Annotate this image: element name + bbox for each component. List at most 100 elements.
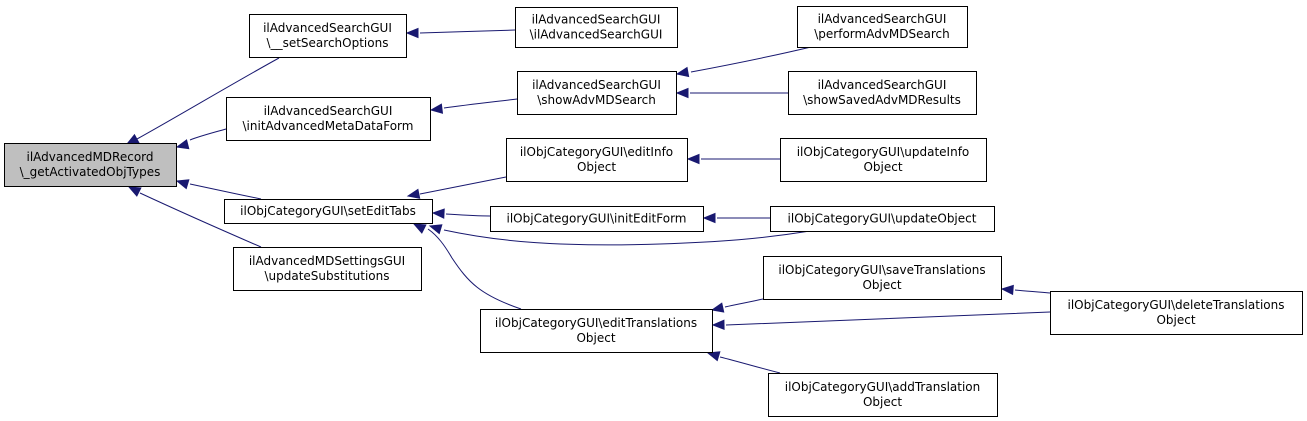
node-box [480,309,713,353]
edge-n16-to-n0 [127,186,262,248]
edge-line [443,229,811,246]
edge-n4-to-n3 [429,98,518,114]
graph-node[interactable]: ilObjCategoryGUI\deleteTranslationsObjec… [1050,291,1303,335]
edge-line [445,213,491,217]
node-box [768,373,998,417]
node-label-line: ilObjCategoryGUI\editInfo [520,145,673,159]
edge-line [419,29,516,34]
graph-node[interactable]: ilObjCategoryGUI\updateObject [770,206,995,232]
graph-node[interactable]: ilAdvancedSearchGUI\performAdvMDSearch [797,6,968,48]
edge-n3-to-n0 [175,128,227,150]
edge-n12-to-n7 [412,223,522,310]
node-label-line: \_getActivatedObjTypes [20,165,161,179]
arrowhead-icon [710,302,725,313]
arrowhead-icon [1000,284,1014,296]
node-box [515,7,678,48]
edge-n15-to-n12 [706,351,781,374]
edge-n2-to-n1 [405,27,516,39]
node-label-line: Object [863,395,902,409]
graph-node[interactable]: ilAdvancedMDSettingsGUI\updateSubstituti… [233,247,422,291]
node-label-line: ilObjCategoryGUI\updateObject [788,212,977,226]
node-label-line: ilObjCategoryGUI\saveTranslations [778,263,985,277]
edge-n8-to-n7 [406,176,507,199]
arrowhead-icon [431,208,445,219]
node-label-line: \showSavedAdvMDResults [803,93,961,107]
edge-n11-to-n7 [428,224,811,246]
edge-line [189,183,262,200]
arrowhead-icon [405,27,419,39]
node-box [233,247,422,291]
node-box [249,14,407,58]
node-label-line: ilObjCategoryGUI\deleteTranslations [1068,298,1285,312]
graph-node[interactable]: ilObjCategoryGUI\initEditForm [490,206,704,232]
node-label-line: \__setSearchOptions [267,36,389,50]
arrowhead-icon [412,223,427,234]
node-label-line: ilAdvancedMDSettingsGUI [249,254,405,268]
edge-line [427,228,522,310]
edge-n6-to-n4 [675,87,788,99]
node-label-line: ilObjCategoryGUI\updateInfo [797,145,970,159]
edge-line [725,311,1051,326]
edges-layer [125,27,1051,374]
node-box [770,206,995,232]
node-label-line: ilAdvancedSearchGUI [532,78,661,92]
edge-line [690,46,812,73]
node-label-line: ilObjCategoryGUI\editTranslations [495,316,697,330]
node-box [4,143,177,187]
arrowhead-icon [686,153,700,165]
edge-line [719,356,781,374]
edge-line [1014,289,1051,294]
edge-line [724,298,764,308]
node-label-line: Object [576,331,615,345]
edge-line [419,176,507,195]
node-label-line: ilAdvancedSearchGUI [532,13,661,27]
node-label-line: \updateSubstitutions [264,269,389,283]
graph-node[interactable]: ilAdvancedSearchGUI\showAdvMDSearch [517,71,677,115]
node-label-line: \showAdvMDSearch [537,93,656,107]
node-box [780,138,987,182]
arrowhead-icon [706,351,721,362]
node-box [788,71,977,115]
edge-n14-to-n13 [1000,284,1051,296]
node-label-line: ilAdvancedSearchGUI [818,12,947,26]
node-label-line: ilObjCategoryGUI\initEditForm [507,212,687,226]
edge-n13-to-n12 [710,298,764,313]
node-label-line: ilAdvancedMDRecord [27,150,154,164]
node-label-line: \ilAdvancedSearchGUI [530,28,663,42]
node-label-line: \performAdvMDSearch [814,27,950,41]
graph-node[interactable]: ilAdvancedSearchGUI\ilAdvancedSearchGUI [515,7,678,48]
node-label-line: Object [1156,313,1195,327]
edge-n7-to-n0 [175,179,262,200]
arrowhead-icon [428,224,443,235]
graph-node[interactable]: ilAdvancedSearchGUI\initAdvancedMetaData… [226,97,431,141]
edge-n5-to-n4 [675,46,812,78]
node-box [506,138,688,182]
node-label-line: ilAdvancedSearchGUI [263,21,392,35]
node-box [797,6,968,48]
node-box [1050,291,1303,335]
node-label-line: ilObjCategoryGUI\setEditTabs [240,204,416,218]
arrowhead-icon [175,139,190,150]
node-label-line: ilAdvancedSearchGUI [264,104,393,118]
arrowhead-icon [429,103,444,114]
graph-node[interactable]: ilAdvancedSearchGUI\showSavedAdvMDResult… [788,71,977,115]
graph-node[interactable]: ilAdvancedSearchGUI\__setSearchOptions [249,14,407,58]
node-box [224,199,433,224]
graph-node[interactable]: ilObjCategoryGUI\setEditTabs [224,199,433,224]
edge-line [139,192,262,248]
node-label-line: Object [577,160,616,174]
node-label-line: Object [862,278,901,292]
node-box [226,97,431,141]
node-label-line: ilObjCategoryGUI\addTranslation [785,380,981,394]
node-label-line: Object [863,160,902,174]
node-label-line: ilAdvancedSearchGUI [818,78,947,92]
arrowhead-icon [675,87,689,99]
arrowhead-icon [127,186,142,197]
arrowhead-icon [702,212,716,224]
